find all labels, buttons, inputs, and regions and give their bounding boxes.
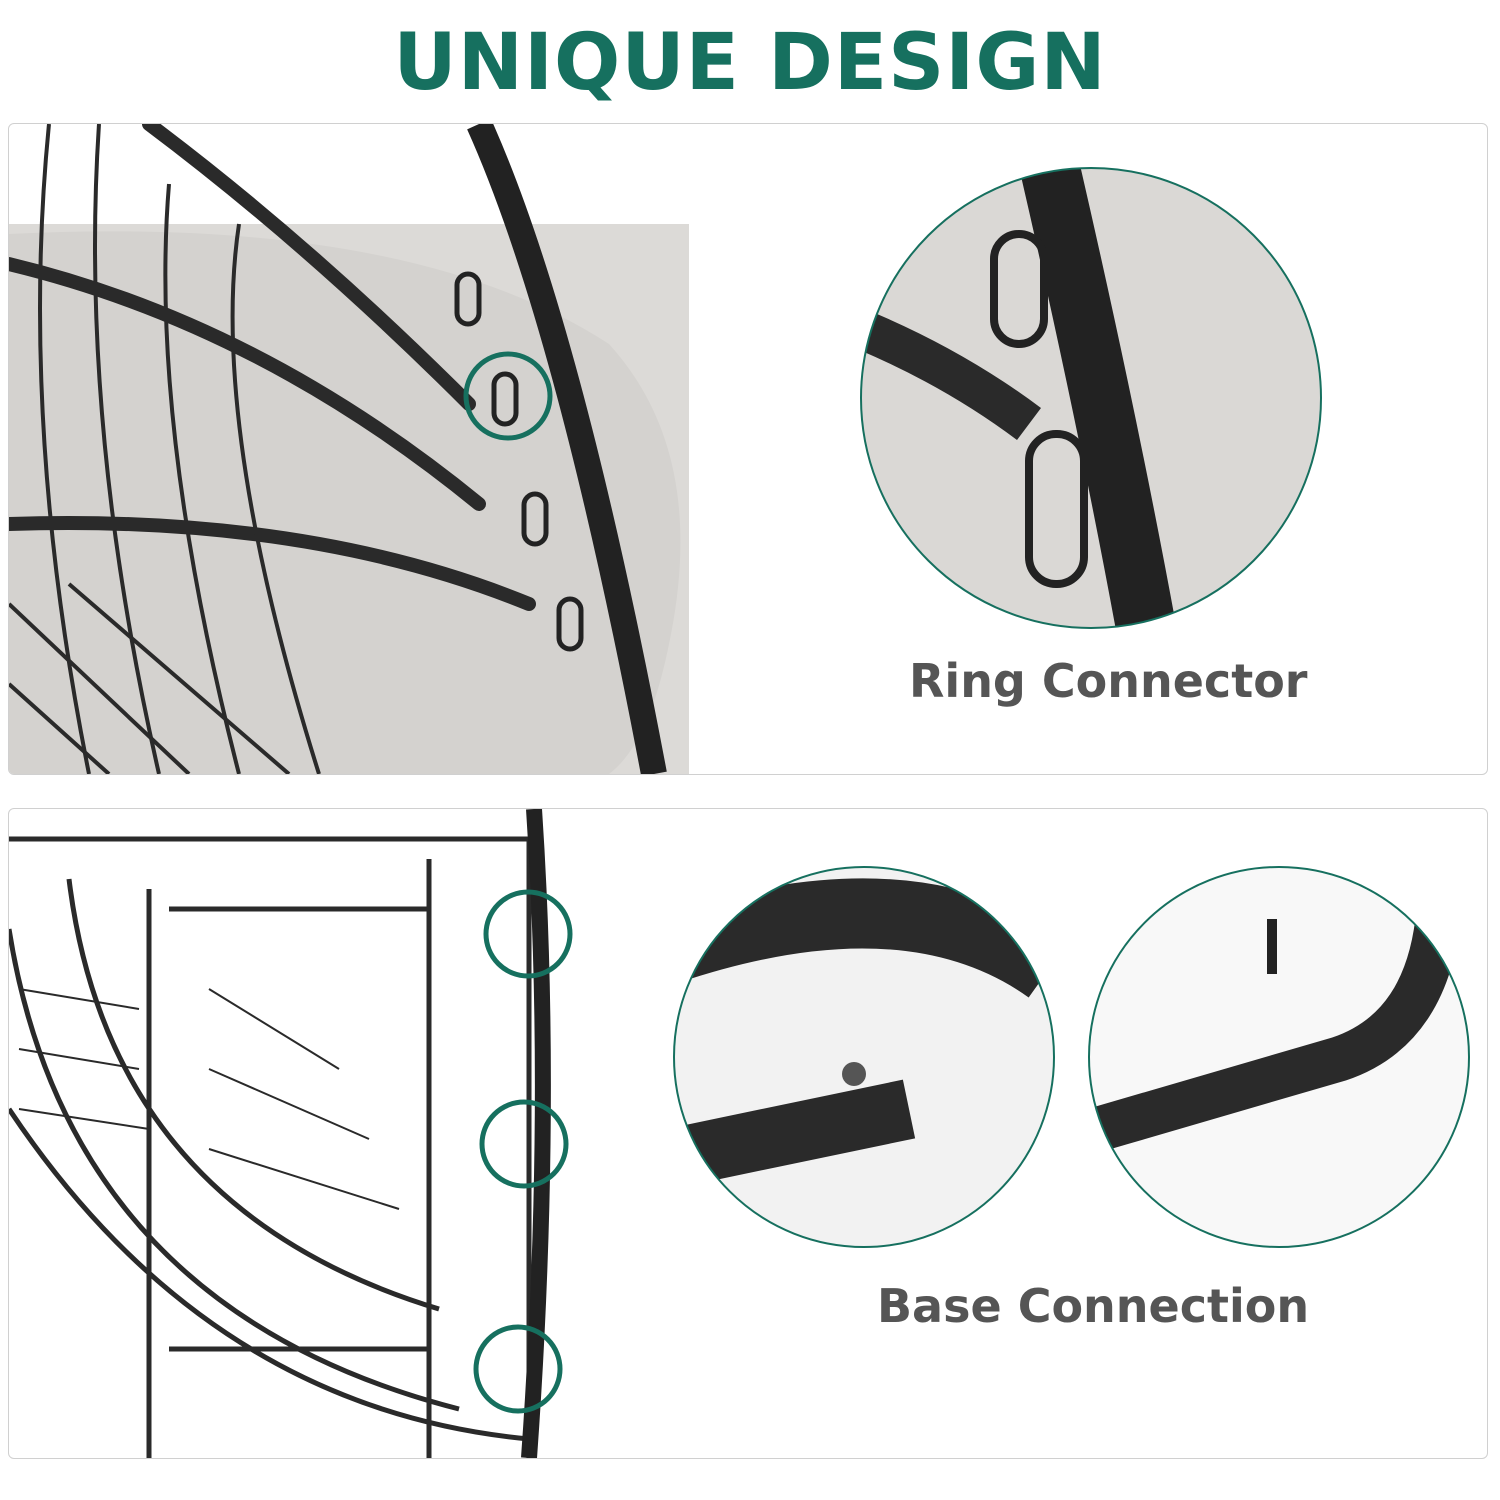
base-connection-photo [9,809,1470,1458]
ring-connector-panel: Ring Connector [8,123,1488,775]
base-connection-panel: Base Connection [8,808,1488,1459]
highlight-circle [463,351,553,441]
ring-connector-caption: Ring Connector [909,654,1308,708]
ring-connector-photo [9,124,1322,774]
base-connection-caption: Base Connection [877,1279,1310,1333]
page-title: UNIQUE DESIGN [393,18,1107,108]
zoom-circle [860,167,1322,629]
